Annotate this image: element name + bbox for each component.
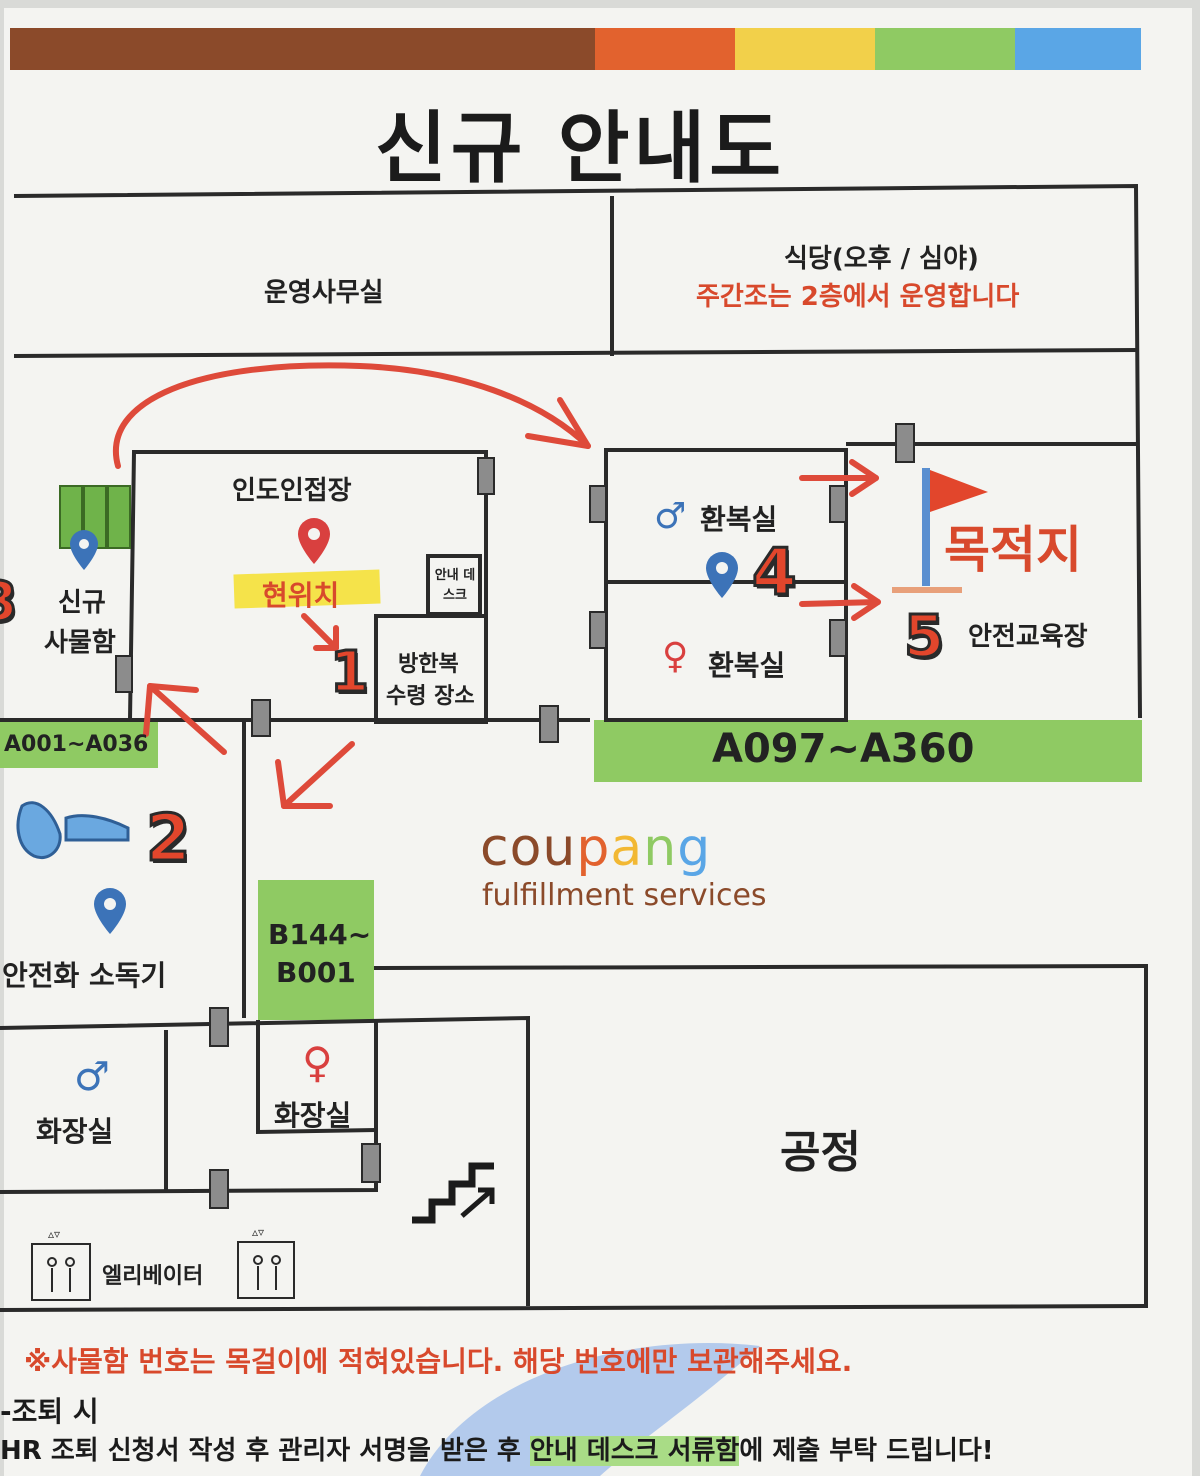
zone-label-b-1: B144~ <box>268 918 372 951</box>
location-pin-blue-icon <box>70 530 738 934</box>
decorative-blob <box>420 1343 760 1476</box>
stripe-blue <box>1015 28 1141 70</box>
info-desk-label: 안내 데스크 <box>434 568 476 603</box>
stripe-yellow <box>735 28 875 70</box>
flag-icon <box>892 468 988 593</box>
early-leave-suffix: 에 제출 부탁 드립니다! <box>739 1436 994 1466</box>
step-number-2: 2 <box>145 801 193 878</box>
zone-label-main: A097~A360 <box>712 726 975 772</box>
locker-label-1: 신규 <box>58 588 106 618</box>
door-icon <box>589 485 607 523</box>
door-icon <box>115 655 133 693</box>
page-title: 신규 안내도 <box>375 104 785 194</box>
elevator-icon: ▵▿ ▵▿ <box>31 1225 295 1301</box>
door-icon <box>477 457 495 495</box>
destination-label: 목적지 <box>944 521 1082 579</box>
door-icon <box>589 611 607 649</box>
restroom-male-label: 화장실 <box>36 1115 114 1148</box>
location-pin-red-icon <box>298 518 330 564</box>
zone-band-left <box>0 720 158 768</box>
stripe-brown <box>10 28 595 70</box>
cafeteria-label: 식당(오후 / 심야) <box>784 244 979 274</box>
locker-label-2: 사물함 <box>44 628 116 658</box>
brand-part-3: a <box>610 818 644 878</box>
office-label: 운영사무실 <box>264 278 384 308</box>
safety-training-label: 안전교육장 <box>968 622 1088 652</box>
brand-part-5: g <box>677 818 712 878</box>
brand-part-2: p <box>576 818 611 878</box>
female-symbol-icon: ♀ <box>662 636 689 677</box>
stairs-icon <box>412 1162 495 1224</box>
step-number-3: 3 <box>0 569 19 635</box>
door-icon <box>209 1007 229 1047</box>
early-leave-highlight: 안내 데스크 서류함 <box>529 1436 740 1466</box>
zone-band-main <box>594 720 1142 782</box>
early-leave-instructions: HR 조퇴 신청서 작성 후 관리자 서명을 받은 후 안내 데스크 서류함에 … <box>0 1430 994 1467</box>
door-icon <box>361 1143 381 1183</box>
step-number-4: 4 <box>751 535 799 612</box>
process-area-label: 공정 <box>780 1127 861 1178</box>
elevator-label: 엘리베이터 <box>102 1264 204 1289</box>
female-symbol-icon: ♀ <box>302 1038 333 1087</box>
stripe-green <box>875 28 1015 70</box>
svg-text:▵▿: ▵▿ <box>48 1227 60 1241</box>
zone-band-b <box>258 880 374 1020</box>
current-location-label: 현위치 <box>262 579 340 612</box>
male-symbol-icon: ♂ <box>654 496 687 537</box>
door-icon <box>829 619 847 657</box>
door-icon <box>209 1169 229 1209</box>
changing-room-male-label: 환복실 <box>700 503 778 536</box>
svg-text:▵▿: ▵▿ <box>252 1225 264 1239</box>
changing-room-female-label: 환복실 <box>708 649 786 682</box>
door-icon <box>895 423 915 463</box>
early-leave-header: -조퇴 시 <box>0 1395 99 1428</box>
male-symbol-icon: ♂ <box>74 1054 110 1100</box>
brand-part-1: cou <box>480 818 577 878</box>
early-leave-prefix: HR 조퇴 신청서 작성 후 관리자 서명을 받은 후 <box>0 1436 530 1466</box>
uniform-pickup-label-2: 수령 장소 <box>386 684 475 709</box>
zone-label-left: A001~A036 <box>4 732 149 757</box>
brand-logo: coupang <box>480 818 711 878</box>
step-number-5: 5 <box>902 601 945 672</box>
shoe-icon <box>16 801 130 859</box>
zone-label-b-2: B001 <box>276 956 356 989</box>
uniform-pickup-label-1: 방한복 <box>398 652 459 677</box>
orientation-room-label: 인도인접장 <box>232 476 352 506</box>
brand-tagline: fulfillment services <box>482 878 767 913</box>
door-icon <box>829 485 847 523</box>
shoe-sanitizer-label: 안전화 소독기 <box>2 959 167 992</box>
door-icon <box>251 699 271 737</box>
door-icon <box>539 705 559 743</box>
brand-part-4: n <box>643 818 678 878</box>
stripe-orange <box>595 28 735 70</box>
cafeteria-note: 주간조는 2층에서 운영합니다 <box>696 282 1020 312</box>
step-number-1: 1 <box>329 639 371 707</box>
locker-note: ※사물함 번호는 목걸이에 적혀있습니다. 해당 번호에만 보관해주세요. <box>24 1345 853 1378</box>
restroom-female-label: 화장실 <box>274 1099 352 1132</box>
